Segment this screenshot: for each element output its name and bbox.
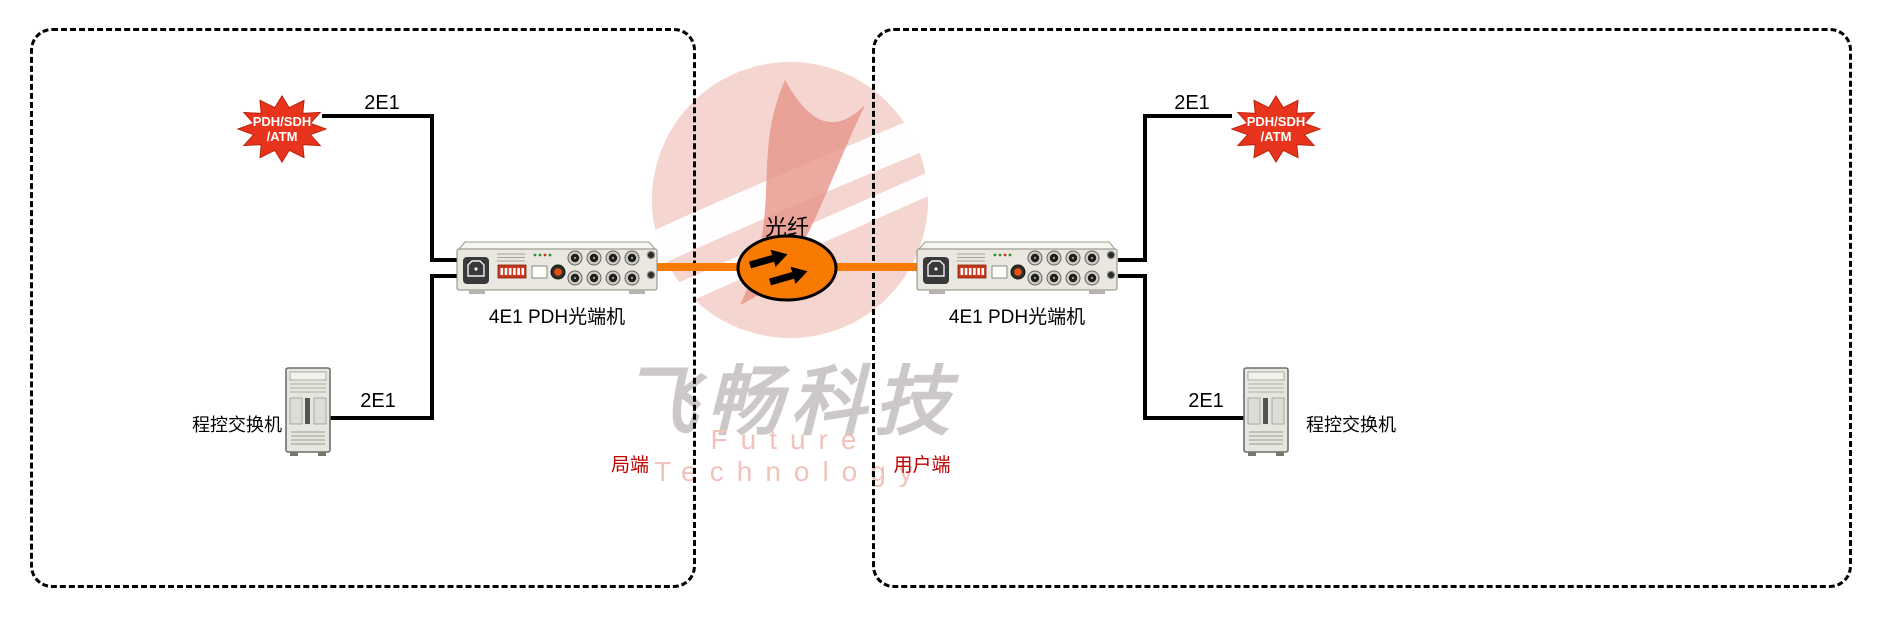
region-label-office: 局端 — [610, 455, 649, 476]
switch-cabinet-right — [1243, 367, 1289, 456]
connection-line-left-top-stub — [430, 258, 458, 262]
connection-line-left-bottom-horizontal — [330, 416, 434, 420]
office-side-box — [30, 28, 696, 588]
watermark-subtitle-text: Future Technology — [654, 424, 926, 487]
burst-label-line1: PDH/SDH — [252, 114, 312, 129]
burst-label-right: PDH/SDH /ATM — [1230, 92, 1322, 166]
link-label-2e1-left-top: 2E1 — [364, 92, 400, 114]
fiber-ellipse — [736, 234, 838, 302]
burst-shape-icon — [236, 94, 328, 164]
switch-cabinet-left — [285, 367, 331, 456]
connection-line-left-bottom-stub — [430, 274, 458, 278]
connection-line-left-top-vertical — [430, 114, 434, 262]
burst-label-line1: PDH/SDH — [1246, 114, 1306, 129]
connection-line-right-top-horizontal — [1143, 114, 1232, 118]
pdh-optical-modem-right — [916, 241, 1118, 294]
burst-shape-icon — [1230, 94, 1322, 164]
fiber-label: 光纤 — [764, 215, 809, 240]
customer-side-box — [872, 28, 1852, 588]
connection-line-right-top-vertical — [1143, 114, 1147, 262]
link-label-2e1-right-top: 2E1 — [1174, 92, 1210, 114]
connection-line-left-top-horizontal — [322, 114, 434, 118]
connection-line-right-bottom-horizontal — [1143, 416, 1244, 420]
pdh-sdh-atm-burst-right: PDH/SDH /ATM — [1230, 92, 1322, 166]
connection-line-left-bottom-vertical — [430, 276, 434, 420]
link-label-2e1-left-bottom: 2E1 — [360, 390, 396, 412]
connection-line-right-bottom-vertical — [1143, 276, 1147, 420]
pdh-sdh-atm-burst-left: PDH/SDH /ATM — [236, 92, 328, 166]
burst-label-line2: /ATM — [266, 129, 298, 144]
burst-label-line2: /ATM — [1260, 129, 1292, 144]
region-label-customer: 用户端 — [893, 455, 951, 476]
watermark-brand-text: 飞畅科技 — [622, 360, 958, 445]
device-label-right: 4E1 PDH光端机 — [948, 307, 1086, 328]
switch-label-left: 程控交换机 — [192, 415, 282, 435]
switch-label-right: 程控交换机 — [1306, 415, 1396, 435]
fiber-arrows-icon — [749, 249, 808, 286]
pdh-optical-modem-left — [456, 241, 658, 294]
device-label-left: 4E1 PDH光端机 — [488, 307, 626, 328]
connection-line-right-bottom-stub — [1118, 274, 1147, 278]
link-label-2e1-right-bottom: 2E1 — [1188, 390, 1224, 412]
burst-label-left: PDH/SDH /ATM — [236, 92, 328, 166]
connection-line-right-top-stub — [1118, 258, 1147, 262]
